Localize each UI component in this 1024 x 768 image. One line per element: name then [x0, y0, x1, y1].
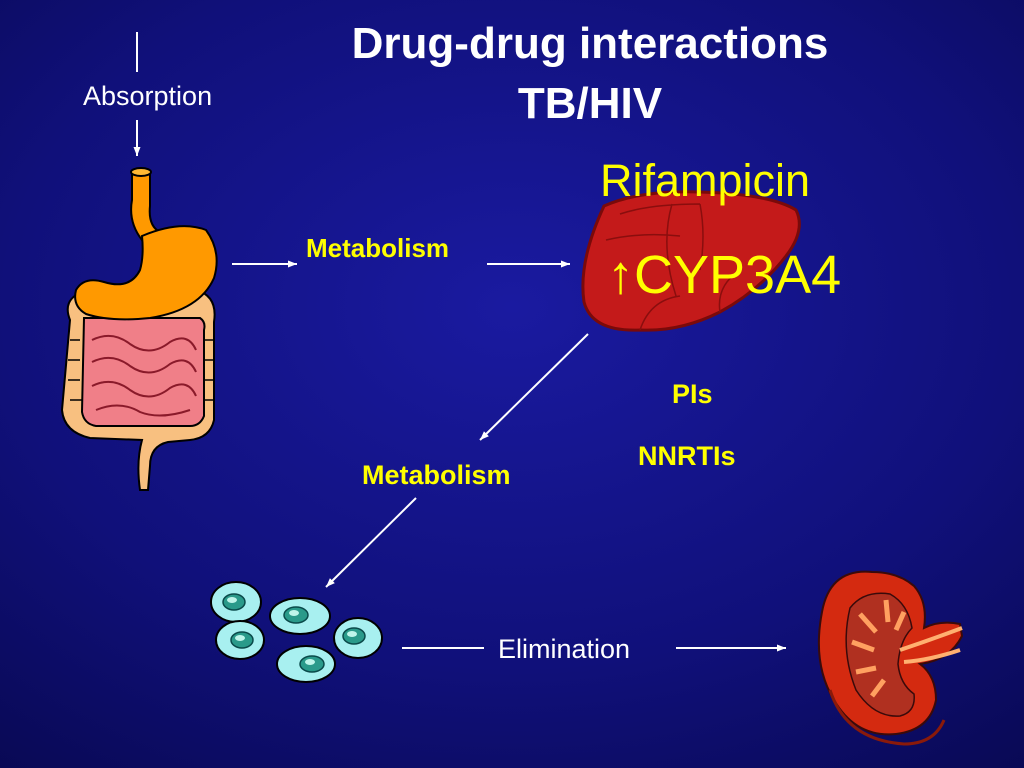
- kidney-icon: [817, 570, 964, 746]
- liver-icon: [581, 190, 801, 332]
- up-arrow-icon: ↑: [607, 245, 634, 305]
- metabolism-bottom-label: Metabolism: [362, 460, 511, 490]
- gi-tract-icon: [60, 167, 218, 491]
- slide-title-line2: TB/HIV: [517, 79, 663, 128]
- nnrtis-label: NNRTIs: [638, 441, 736, 471]
- absorption-label: Absorption: [83, 81, 213, 111]
- cyp3a4-label: ↑CYP3A4: [607, 248, 841, 302]
- elimination-label: Elimination: [498, 634, 631, 664]
- pis-label: PIs: [672, 379, 713, 409]
- cells-icon: [210, 581, 383, 683]
- metabolism-top-label: Metabolism: [306, 233, 450, 263]
- arrow-liver-to-metabolism: [479, 333, 589, 441]
- arrow-metabolism-to-cells: [325, 497, 417, 588]
- rifampicin-label: Rifampicin: [600, 155, 811, 206]
- cyp3a4-text: CYP3A4: [634, 245, 842, 305]
- slide-title-line1: Drug-drug interactions: [351, 19, 829, 68]
